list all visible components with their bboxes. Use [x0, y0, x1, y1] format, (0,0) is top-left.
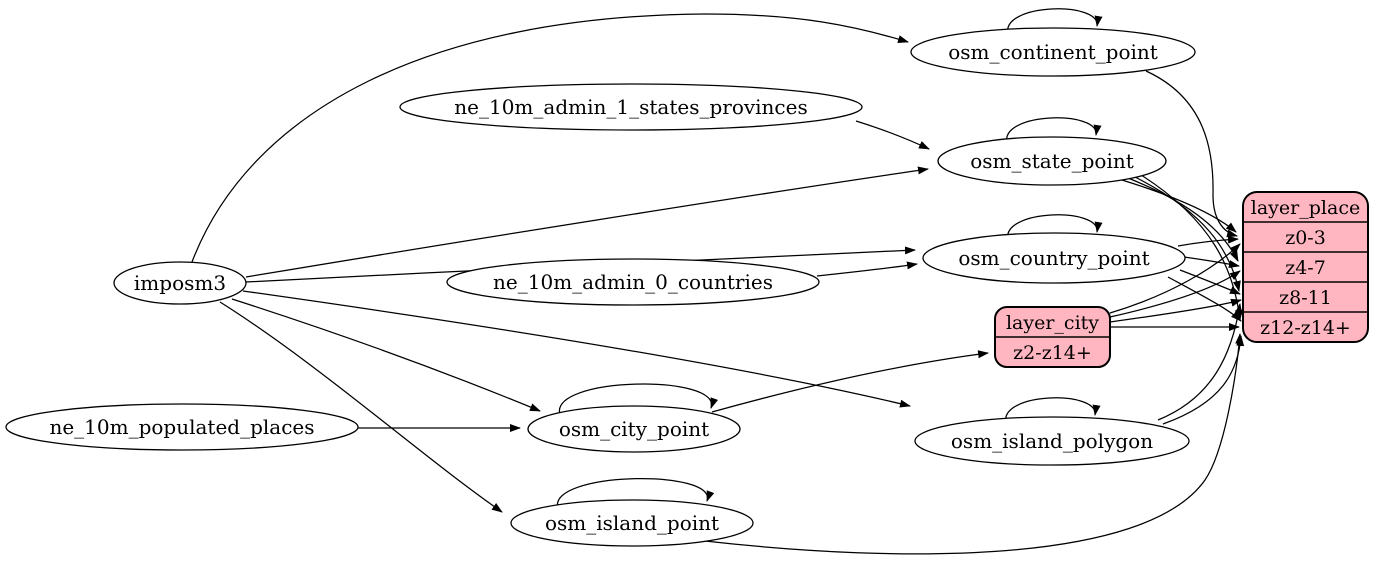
imposm3-ellipse — [113, 261, 247, 305]
node-ne_10m_admin_0_countries: ne_10m_admin_0_countries — [446, 258, 820, 306]
edge-imposm3-to-osm_island_polygon — [242, 290, 911, 408]
osm_city_point-ellipse — [527, 405, 741, 453]
edge-osm_state_point-to-z0-3 — [1121, 179, 1237, 233]
edge-osm_continent_point-to-z0-3 — [1145, 70, 1238, 238]
edge-layer_city-to-z4-7 — [1109, 270, 1241, 318]
edge-imposm3-to-osm_city_point — [231, 298, 541, 412]
osm_island_polygon-ellipse — [914, 416, 1190, 466]
osm_country_point-ellipse — [922, 232, 1186, 284]
ne_10m_admin_0-label: ne_10m_admin_0_countries — [493, 270, 773, 294]
edge-ne_10m_admin_1-to-osm_state_point — [855, 120, 930, 150]
node-osm_continent_point: osm_continent_point — [910, 27, 1196, 77]
osm_state_point-label: osm_state_point — [970, 149, 1134, 173]
edge-osm_country_point-to-z0-3 — [1177, 235, 1239, 247]
ne_10m_populated_places-ellipse — [5, 403, 359, 451]
edge-osm_island_polygon-to-z8-11 — [1157, 303, 1243, 421]
edge-imposm3-to-osm_state_point — [245, 166, 929, 278]
osm_continent_point-label: osm_continent_point — [948, 40, 1158, 64]
self-loop-osm_continent_point — [1007, 8, 1103, 35]
ne_10m_populated_places-label: ne_10m_populated_places — [49, 415, 314, 439]
edge-group — [191, 8, 1245, 555]
node-osm_state_point: osm_state_point — [937, 136, 1167, 186]
self-loop-osm_island_polygon — [1005, 397, 1101, 424]
node-ne_10m_populated_places: ne_10m_populated_places — [5, 403, 359, 451]
edge-osm_city_point-to-layer_city — [711, 350, 989, 413]
node-imposm3: imposm3 — [113, 261, 247, 305]
ne_10m_admin_1-ellipse — [399, 83, 863, 131]
layer_place-title: layer_place — [1251, 197, 1360, 219]
osm_island_polygon-label: osm_island_polygon — [951, 429, 1153, 453]
edge-layer_city-to-z0-3 — [1109, 243, 1241, 314]
osm_island_point-label: osm_island_point — [545, 511, 719, 535]
edge-imposm3-to-osm_continent_point — [191, 13, 909, 263]
edge-layer_city-to-z8-11 — [1109, 298, 1242, 323]
node-ne_10m_admin_1_states_provinces: ne_10m_admin_1_states_provinces — [399, 83, 863, 131]
layer_place-row-z12-z14: z12-z14+ — [1260, 317, 1351, 339]
node-layer_place: layer_place z0-3 z4-7 z8-11 z12-z14+ — [1242, 191, 1369, 343]
node-osm_country_point: osm_country_point — [922, 232, 1186, 284]
layer_place-row-z0-3: z0-3 — [1285, 227, 1326, 249]
self-loop-osm_country_point — [1007, 214, 1103, 241]
edge-osm_country_point-to-z4-7 — [1183, 256, 1240, 268]
imposm3-label: imposm3 — [134, 271, 226, 295]
edge-ne_10m_admin_0-to-osm_country_point — [816, 261, 918, 277]
osm_continent_point-ellipse — [910, 27, 1196, 77]
edge-osm_island_point-to-z12-z14 — [704, 333, 1244, 555]
node-osm_island_polygon: osm_island_polygon — [914, 416, 1190, 466]
ne_10m_admin_1-label: ne_10m_admin_1_states_provinces — [454, 95, 807, 119]
layer_city-row-z2-z14: z2-z14+ — [1013, 342, 1092, 364]
edge-osm_country_point-to-z8-11 — [1179, 269, 1241, 295]
edge-osm_island_polygon-to-z12-z14 — [1162, 335, 1245, 425]
node-layer_city: layer_city z2-z14+ — [994, 306, 1111, 368]
self-loop-osm_city_point — [559, 383, 719, 416]
osm_state_point-ellipse — [937, 136, 1167, 186]
layer_place-box — [1242, 191, 1369, 343]
edge-imposm3-to-osm_island_point — [219, 301, 503, 513]
osm_city_point-label: osm_city_point — [559, 417, 709, 441]
osm_island_point-ellipse — [510, 499, 754, 547]
osm_country_point-label: osm_country_point — [958, 246, 1149, 270]
layer_place-row-z8-11: z8-11 — [1279, 287, 1332, 309]
self-loop-osm_island_point — [557, 478, 715, 510]
layer_place-row-z4-7: z4-7 — [1285, 257, 1326, 279]
self-loop-osm_state_point — [1006, 117, 1102, 144]
node-osm_island_point: osm_island_point — [510, 499, 754, 547]
node-osm_city_point: osm_city_point — [527, 405, 741, 453]
ne_10m_admin_0-ellipse — [446, 258, 820, 306]
layer_city-title: layer_city — [1006, 312, 1099, 334]
